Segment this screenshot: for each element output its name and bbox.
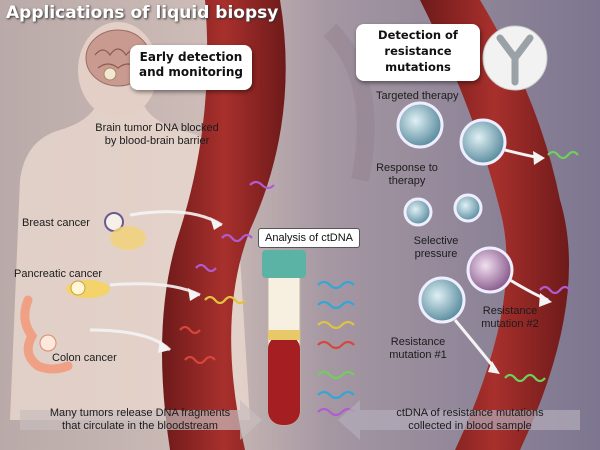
- selective-pressure-label: Selective pressure: [413, 235, 459, 260]
- brain-tumor: [103, 67, 117, 81]
- cancer-label-pancreatic: Pancreatic cancer: [14, 268, 103, 280]
- resistance-mutation-1-label: Resistance mutation #1: [389, 336, 447, 361]
- colon: [20, 295, 73, 374]
- therapy-cells: [396, 101, 514, 324]
- left-blood-vessel: [162, 0, 286, 450]
- bottom-left-caption: Many tumors release DNA fragments that c…: [49, 407, 231, 432]
- bottom-right-arrow: [338, 400, 580, 440]
- resistance-mutation-2-label: Resistance mutation #2: [481, 305, 539, 330]
- dna-fragments: [179, 150, 579, 383]
- right-blood-vessel: [420, 0, 569, 450]
- analysis-dna: [317, 280, 355, 417]
- antibody-icon: [496, 34, 534, 86]
- bottom-left-arrow: [20, 400, 262, 440]
- tube-cap: [262, 250, 306, 278]
- bottom-right-caption: ctDNA of resistance mutations collected …: [396, 407, 544, 432]
- analysis-label: Analysis of ctDNA: [258, 228, 360, 248]
- cancer-label-breast: Breast cancer: [22, 217, 90, 229]
- breast-tissue: [110, 226, 146, 250]
- brain-note: Brain tumor DNA blocked by blood-brain b…: [95, 122, 219, 147]
- targeted-therapy-label: Targeted therapy: [376, 90, 459, 102]
- response-label: Response to therapy: [376, 162, 438, 187]
- page-title: Applications of liquid biopsy: [6, 3, 279, 23]
- cancer-label-colon: Colon cancer: [52, 352, 117, 364]
- early-detection-box: Early detection and monitoring: [130, 45, 252, 90]
- resistance-detection-box: Detection of resistance mutations: [356, 24, 480, 81]
